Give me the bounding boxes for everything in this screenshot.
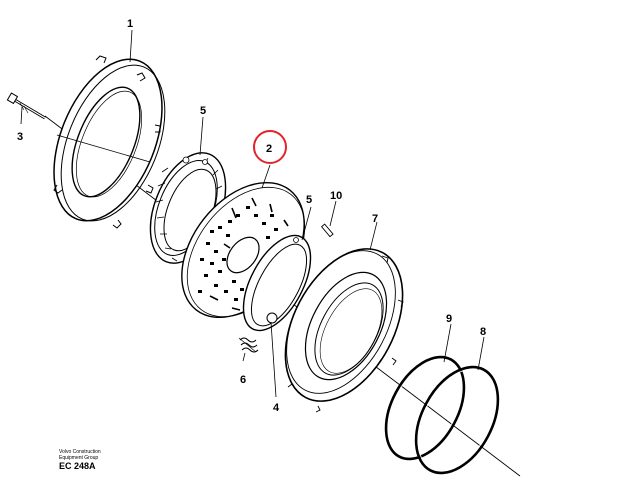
highlight-circle xyxy=(253,130,287,164)
callout-4: 4 xyxy=(273,402,280,414)
callout-2: 2 xyxy=(266,143,272,155)
part-1-friction-disc[interactable] xyxy=(33,44,186,237)
callout-7: 7 xyxy=(372,213,378,225)
callout-8: 8 xyxy=(480,326,486,338)
callout-6: 6 xyxy=(240,374,246,386)
callout-5-right: 5 xyxy=(306,194,312,206)
part-6-spring[interactable] xyxy=(238,337,259,353)
part-7-piston[interactable] xyxy=(261,229,426,421)
part-10-pin[interactable] xyxy=(320,223,334,238)
callout-9: 9 xyxy=(446,313,452,325)
callout-3: 3 xyxy=(17,131,23,143)
stamp-line-2: Equipment Group xyxy=(59,455,98,461)
part-9-o-ring[interactable] xyxy=(370,344,480,472)
part-8-o-ring[interactable] xyxy=(399,353,514,487)
callout-10: 10 xyxy=(330,190,342,202)
part-3-bolt[interactable] xyxy=(6,92,46,120)
drawing-stamp: Volvo Construction Equipment Group EC 24… xyxy=(59,449,101,471)
callout-1: 1 xyxy=(127,18,133,30)
stamp-line-1: Volvo Construction xyxy=(59,449,101,455)
callout-5-left: 5 xyxy=(200,105,206,117)
part-5-retainer-ring-right[interactable] xyxy=(230,225,325,341)
stamp-code: EC 248A xyxy=(59,461,96,471)
leader-lines xyxy=(20,29,485,398)
